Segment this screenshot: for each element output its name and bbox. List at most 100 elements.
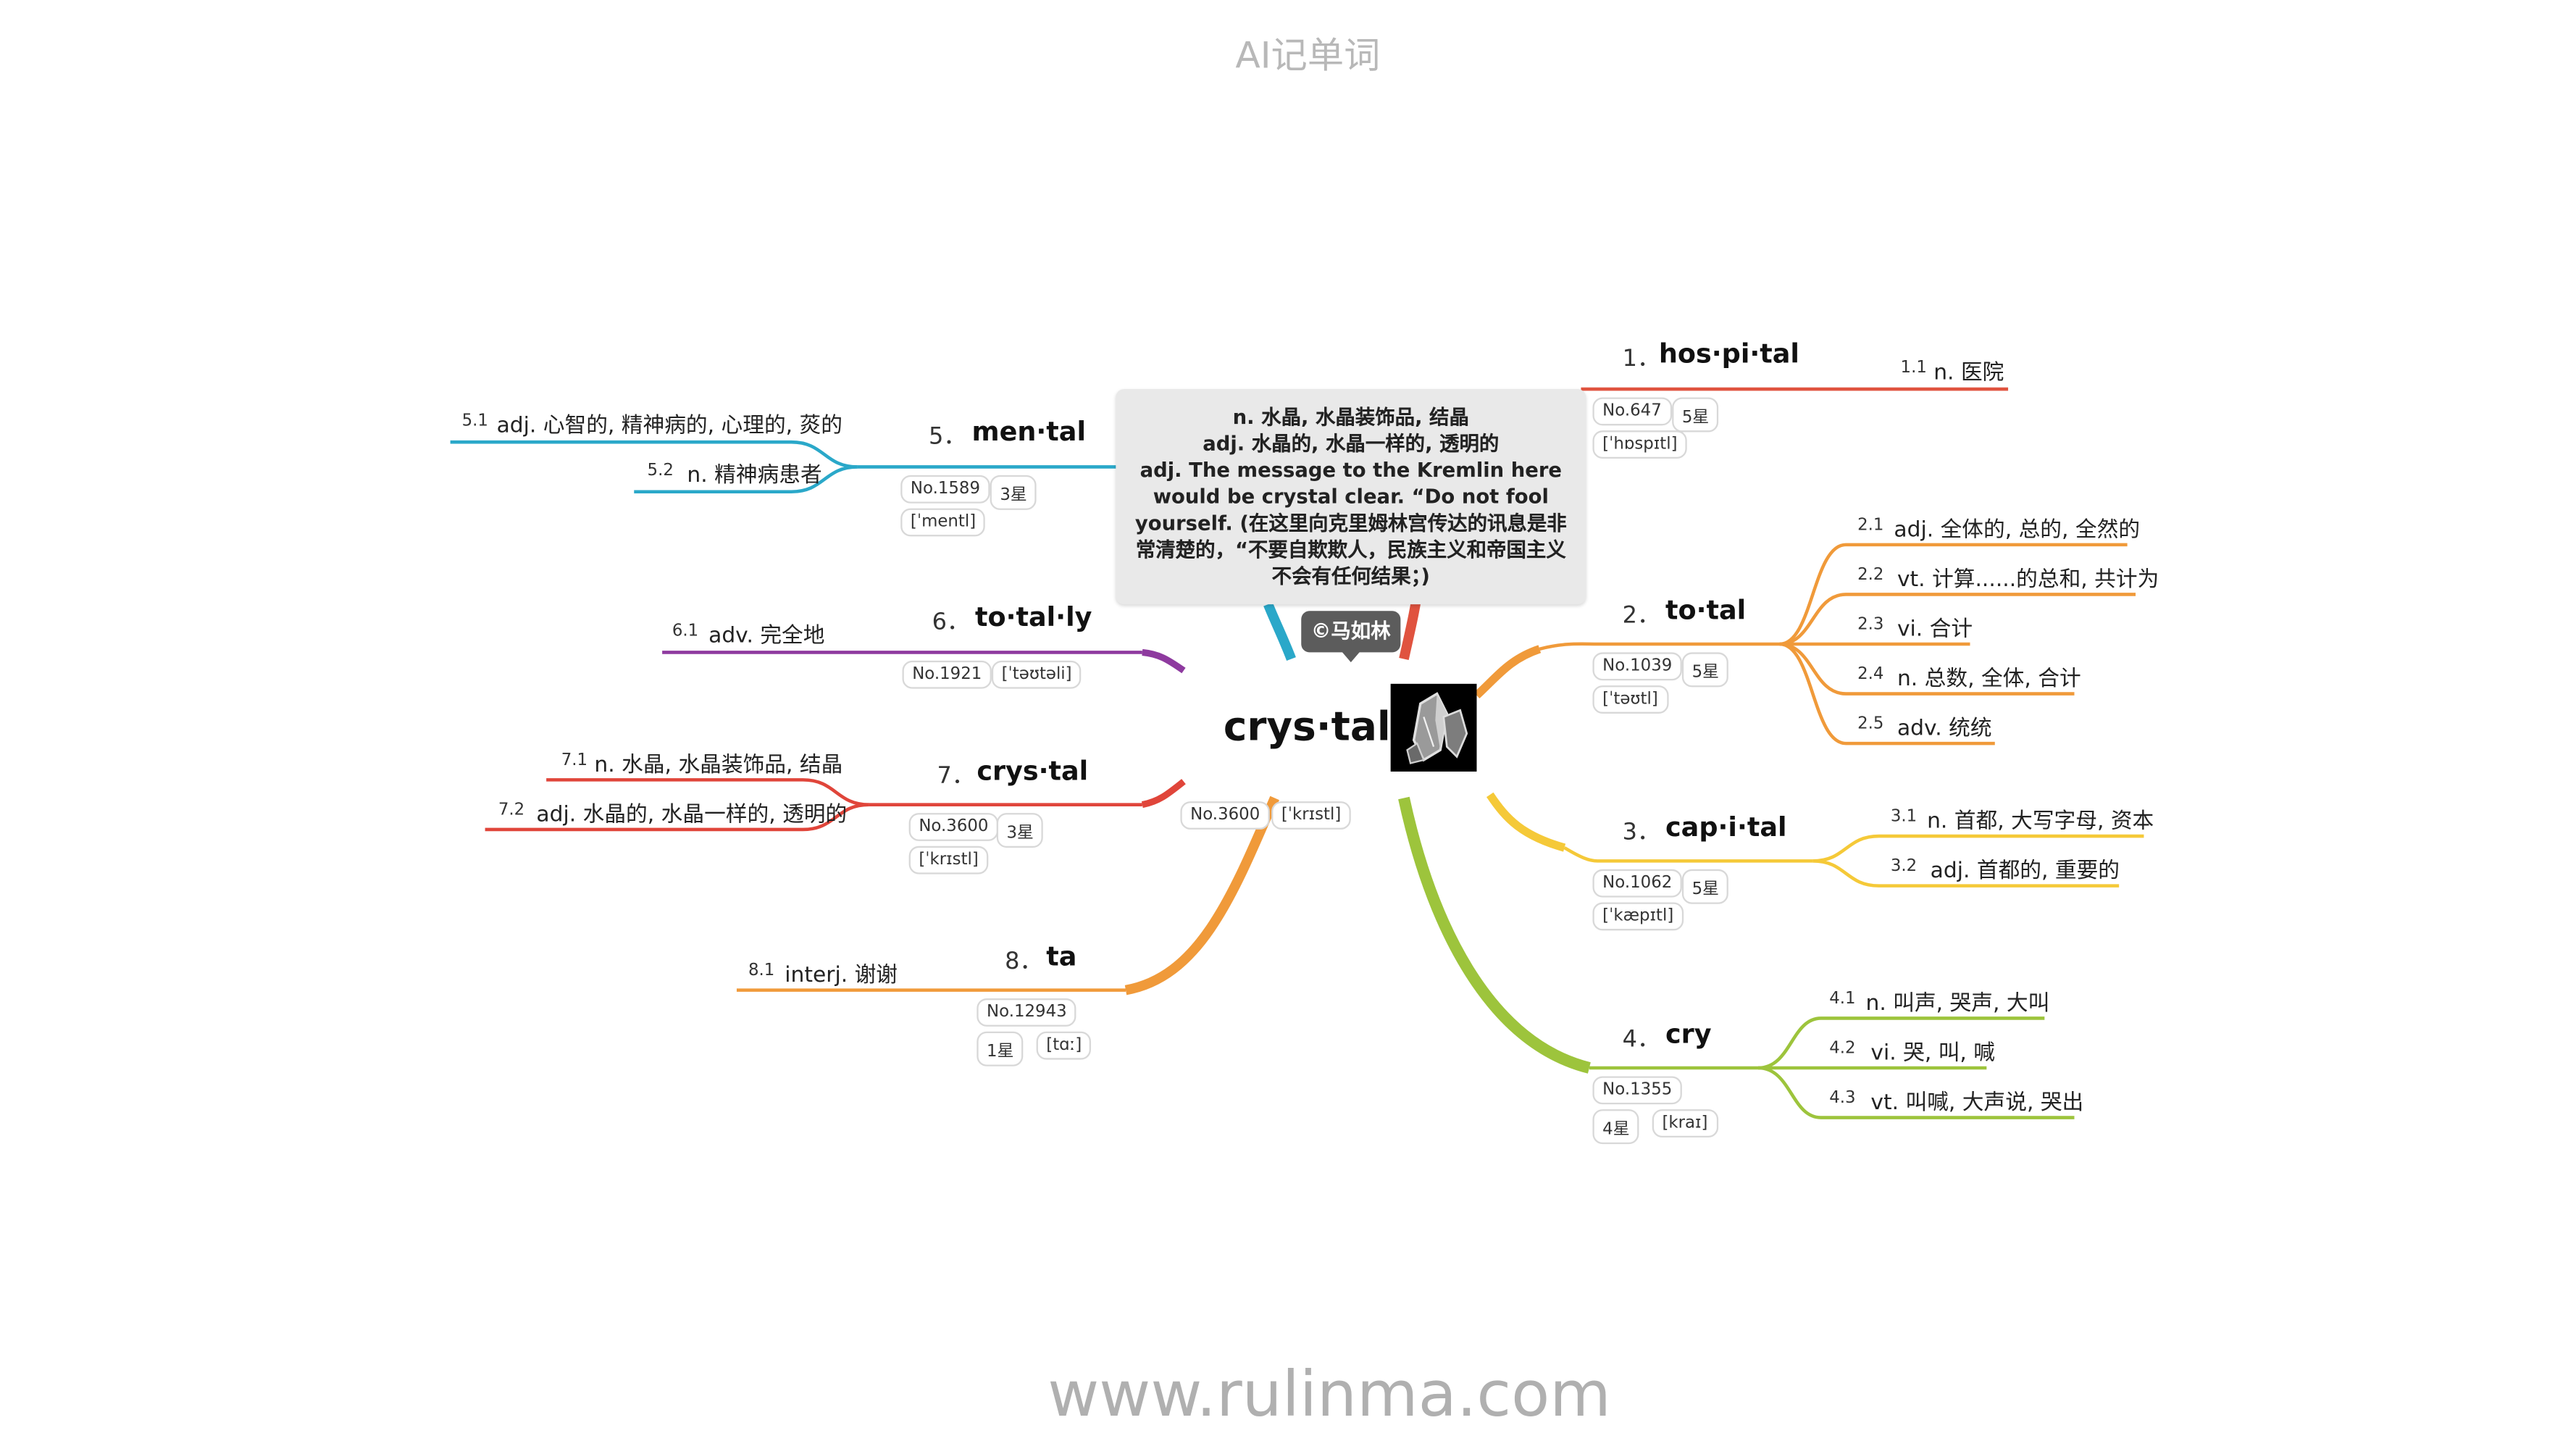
- central-phonetic-tag: [ˈkrɪstl]: [1271, 801, 1352, 830]
- def-7-2-text[interactable]: adj. 水晶的, 水晶一样的, 透明的: [536, 803, 848, 828]
- central-rank-tag: No.3600: [1180, 801, 1270, 830]
- branch-2-rank-tag: No.1039: [1592, 652, 1683, 681]
- branch-2-phonetic-tag: [ˈtəʊtl]: [1592, 685, 1668, 714]
- def-3-1-number: 3.1: [1890, 808, 1918, 827]
- def-6-1-text[interactable]: adv. 完全地: [708, 624, 825, 649]
- branch-1-stars-tag: 5星: [1672, 397, 1719, 433]
- def-2-2-number: 2.2: [1857, 566, 1884, 585]
- branch-6-phonetic-tag: [ˈtəʊtəli]: [991, 660, 1082, 689]
- central-branch-5: [1263, 602, 1296, 661]
- branch-2-number: 2．: [1622, 602, 1660, 630]
- note-line: adj. The message to the Kremlin here: [1139, 459, 1562, 483]
- def-4-2-number: 4.2: [1829, 1040, 1856, 1058]
- branch-3-rank-tag: No.1062: [1592, 869, 1683, 898]
- def-2-1-text[interactable]: adj. 全体的, 总的, 全然的: [1894, 518, 2141, 543]
- central-note: n. 水晶, 水晶装饰品, 结晶 adj. 水晶的, 水晶一样的, 透明的 ad…: [1116, 389, 1586, 605]
- branch-7-phonetic-tag: [ˈkrɪstl]: [908, 845, 989, 874]
- def-2-3-text[interactable]: vi. 合计: [1897, 617, 1973, 643]
- def-2-4-number: 2.4: [1857, 665, 1884, 684]
- def-2-2-text[interactable]: vt. 计算......的总和, 共计为: [1897, 567, 2159, 593]
- note-line: 常清楚的，“不要自欺欺人，民族主义和帝国主义: [1135, 538, 1566, 561]
- branch-3-number: 3．: [1622, 819, 1660, 846]
- branch-7-word[interactable]: crys·tal: [977, 755, 1089, 787]
- central-topic-word[interactable]: crys·tal: [1223, 703, 1391, 751]
- central-branch-2: [1473, 645, 1542, 699]
- branch-8-rank-tag: No.12943: [977, 998, 1077, 1027]
- branch-7-stars-tag: 3星: [996, 813, 1044, 848]
- branch-4-word[interactable]: cry: [1665, 1018, 1712, 1050]
- page-title: AI记单词: [1235, 36, 1381, 78]
- branch-3-phonetic-tag: [ˈkæpɪtl]: [1592, 902, 1684, 931]
- central-branch-6: [1142, 648, 1186, 674]
- branch-4-number: 4．: [1622, 1026, 1660, 1053]
- def-5-1-text[interactable]: adj. 心智的, 精神病的, 心理的, 菼的: [496, 414, 842, 439]
- branch-7-rank-tag: No.3600: [908, 813, 999, 841]
- def-8-1-text[interactable]: interj. 谢谢: [785, 964, 898, 989]
- def-1-1-text[interactable]: n. 医院: [1933, 361, 2004, 386]
- def-link-4-3: [1757, 1066, 2075, 1119]
- branch-1-word[interactable]: hos·pi·tal: [1658, 338, 1799, 369]
- branch-6-rank-tag: No.1921: [902, 660, 992, 689]
- def-3-1-text[interactable]: n. 首都, 大写字母, 资本: [1927, 809, 2154, 835]
- def-link-4-1: [1757, 1016, 2045, 1070]
- def-7-1-number: 7.1: [561, 751, 588, 770]
- def-2-1-number: 2.1: [1857, 517, 1884, 535]
- branch-7-number: 7．: [937, 763, 975, 790]
- def-6-1-number: 6.1: [672, 622, 699, 641]
- note-line: 不会有任何结果；): [1271, 564, 1430, 588]
- def-5-2-number: 5.2: [647, 462, 674, 480]
- def-4-1-text[interactable]: n. 叫声, 哭声, 大叫: [1865, 991, 2050, 1017]
- def-8-1-number: 8.1: [748, 961, 775, 980]
- def-2-5-text[interactable]: adv. 统统: [1897, 717, 1992, 742]
- def-5-1-number: 5.1: [461, 412, 488, 431]
- def-3-2-text[interactable]: adj. 首都的, 重要的: [1930, 859, 2120, 885]
- branch-5-number: 5．: [929, 424, 967, 451]
- branch-6-number: 6．: [932, 609, 971, 636]
- note-line: yourself. (在这里向克里姆林宫传达的讯息是非: [1134, 511, 1567, 535]
- central-branch-3: [1486, 792, 1566, 852]
- def-link-3-2: [1812, 859, 2120, 888]
- def-link-2-1: [1779, 543, 2128, 646]
- def-7-2-number: 7.2: [498, 801, 525, 820]
- branch-5-word[interactable]: men·tal: [971, 415, 1086, 448]
- branch-6-word[interactable]: to·tal·ly: [975, 601, 1092, 632]
- def-link-7-2: [485, 803, 869, 832]
- footer-url[interactable]: www.rulinma.com: [1047, 1357, 1611, 1431]
- underline-3: [1563, 846, 1813, 863]
- branch-8-word[interactable]: ta: [1046, 940, 1077, 972]
- crystal-photo-icon: [1390, 683, 1477, 772]
- branch-1-rank-tag: No.647: [1592, 397, 1672, 426]
- def-link-5-2: [634, 465, 858, 494]
- def-link-2-5: [1779, 642, 1995, 746]
- def-4-3-number: 4.3: [1829, 1089, 1856, 1108]
- def-link-7-1: [546, 778, 869, 806]
- branch-4-stars-tag: 4星: [1592, 1109, 1640, 1145]
- def-link-3-1: [1812, 834, 2144, 863]
- branch-8-stars-tag: 1星: [977, 1031, 1024, 1066]
- def-5-2-text[interactable]: n. 精神病患者: [687, 463, 822, 489]
- def-7-1-text[interactable]: n. 水晶, 水晶装饰品, 结晶: [594, 753, 843, 779]
- branch-2-stars-tag: 5星: [1681, 652, 1729, 688]
- branch-4-phonetic-tag: [kraɪ]: [1652, 1109, 1718, 1138]
- central-branch-8: [1124, 796, 1279, 995]
- def-4-1-number: 4.1: [1829, 990, 1856, 1009]
- branch-5-phonetic-tag: [ˈmentl]: [900, 508, 986, 537]
- branch-5-rank-tag: No.1589: [900, 475, 990, 504]
- branch-4-rank-tag: No.1355: [1592, 1076, 1683, 1105]
- def-link-2-2: [1779, 593, 2136, 646]
- branch-8-phonetic-tag: [tɑː]: [1036, 1031, 1092, 1060]
- branch-1-number: 1．: [1622, 346, 1660, 373]
- def-4-3-text[interactable]: vt. 叫喊, 大声说, 哭出: [1870, 1091, 2084, 1116]
- author-badge-pointer: [1341, 651, 1361, 663]
- underline-2: [1539, 642, 1780, 651]
- def-4-2-text[interactable]: vi. 哭, 叫, 喊: [1870, 1041, 1996, 1066]
- branch-3-word[interactable]: cap·i·tal: [1665, 811, 1787, 843]
- branch-3-stars-tag: 5星: [1681, 869, 1729, 904]
- note-line: would be crystal clear. “Do not fool: [1153, 485, 1549, 509]
- def-2-4-text[interactable]: n. 总数, 全体, 合计: [1897, 667, 2081, 693]
- central-branch-7: [1141, 779, 1186, 809]
- def-2-5-number: 2.5: [1857, 715, 1884, 734]
- branch-2-word[interactable]: to·tal: [1665, 594, 1747, 626]
- note-line: adj. 水晶的, 水晶一样的, 透明的: [1203, 432, 1500, 456]
